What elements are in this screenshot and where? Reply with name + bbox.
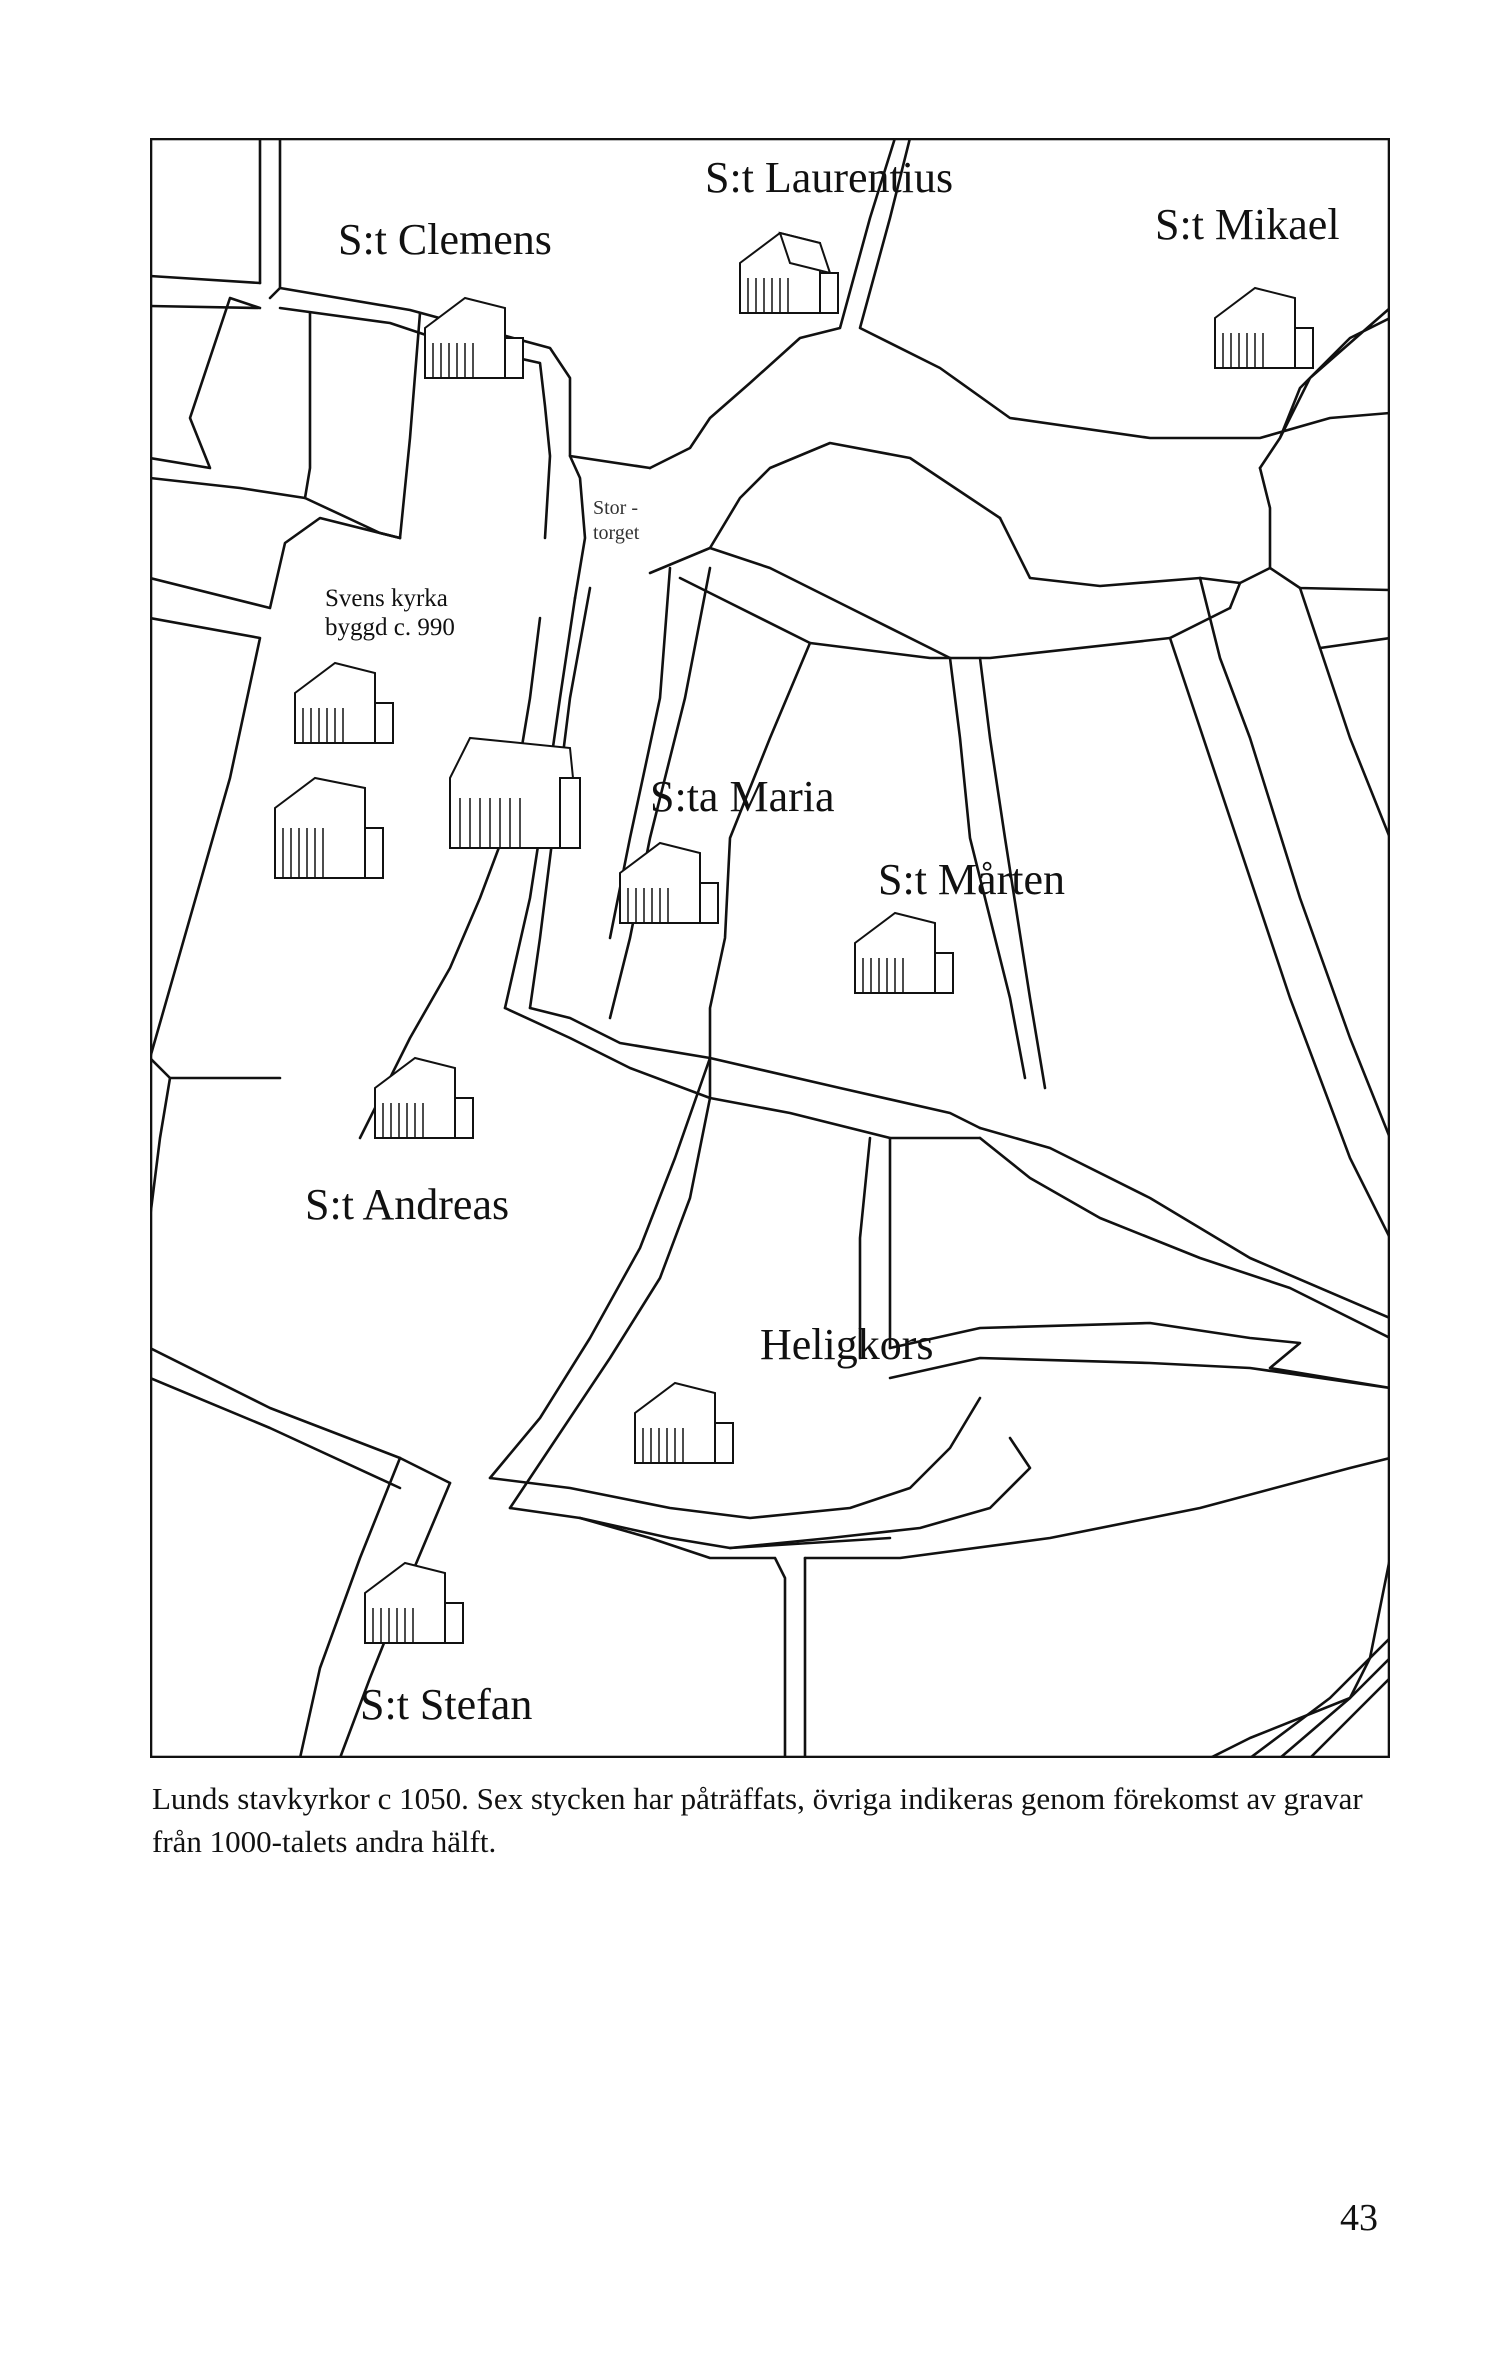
label-sta-maria: S:ta Maria: [650, 772, 835, 821]
church-icon-cathedral: [449, 736, 582, 849]
label-st-marten: S:t Mårten: [878, 855, 1065, 904]
label-stortorget: Stor - torget: [593, 496, 639, 546]
label-svens-kyrka-line2: byggd c. 990: [325, 613, 455, 641]
map-figure: S:t Laurentius S:t Clemens S:t Mikael Sv…: [150, 138, 1390, 1758]
streets: [150, 138, 1390, 1758]
label-stortorget-line2: torget: [593, 522, 640, 544]
church-icon-heligkors: [634, 1381, 734, 1464]
label-st-clemens: S:t Clemens: [338, 215, 552, 264]
church-icon-stefan: [364, 1561, 464, 1644]
label-stortorget-line1: Stor -: [593, 497, 638, 519]
label-st-andreas: S:t Andreas: [305, 1180, 510, 1229]
street-map: [150, 138, 1390, 1758]
church-icon-marten: [854, 911, 954, 994]
label-st-stefan: S:t Stefan: [360, 1680, 533, 1729]
page-number: 43: [1340, 2197, 1378, 2239]
figure-caption: Lunds stavkyrkor c 1050. Sex stycken har…: [152, 1781, 1363, 1859]
church-icon-clemens: [424, 296, 524, 379]
label-heligkors: Heligkors: [760, 1320, 934, 1369]
church-icon-andreas: [374, 1056, 474, 1139]
map-frame: [150, 138, 1390, 1758]
church-icon-mikael: [1214, 286, 1314, 369]
label-svens-kyrka-line1: Svens kyrka: [325, 585, 448, 612]
church-icon-maria: [619, 841, 719, 924]
church-icon-svens-kyrka: [294, 661, 394, 744]
label-svens-kyrka: Svens kyrka byggd c. 990: [325, 585, 455, 643]
church-icon-laurentius: [739, 231, 839, 314]
label-st-laurentius: S:t Laurentius: [705, 153, 954, 202]
label-st-mikael: S:t Mikael: [1155, 200, 1340, 249]
church-icon-bishop-1: [274, 776, 384, 879]
